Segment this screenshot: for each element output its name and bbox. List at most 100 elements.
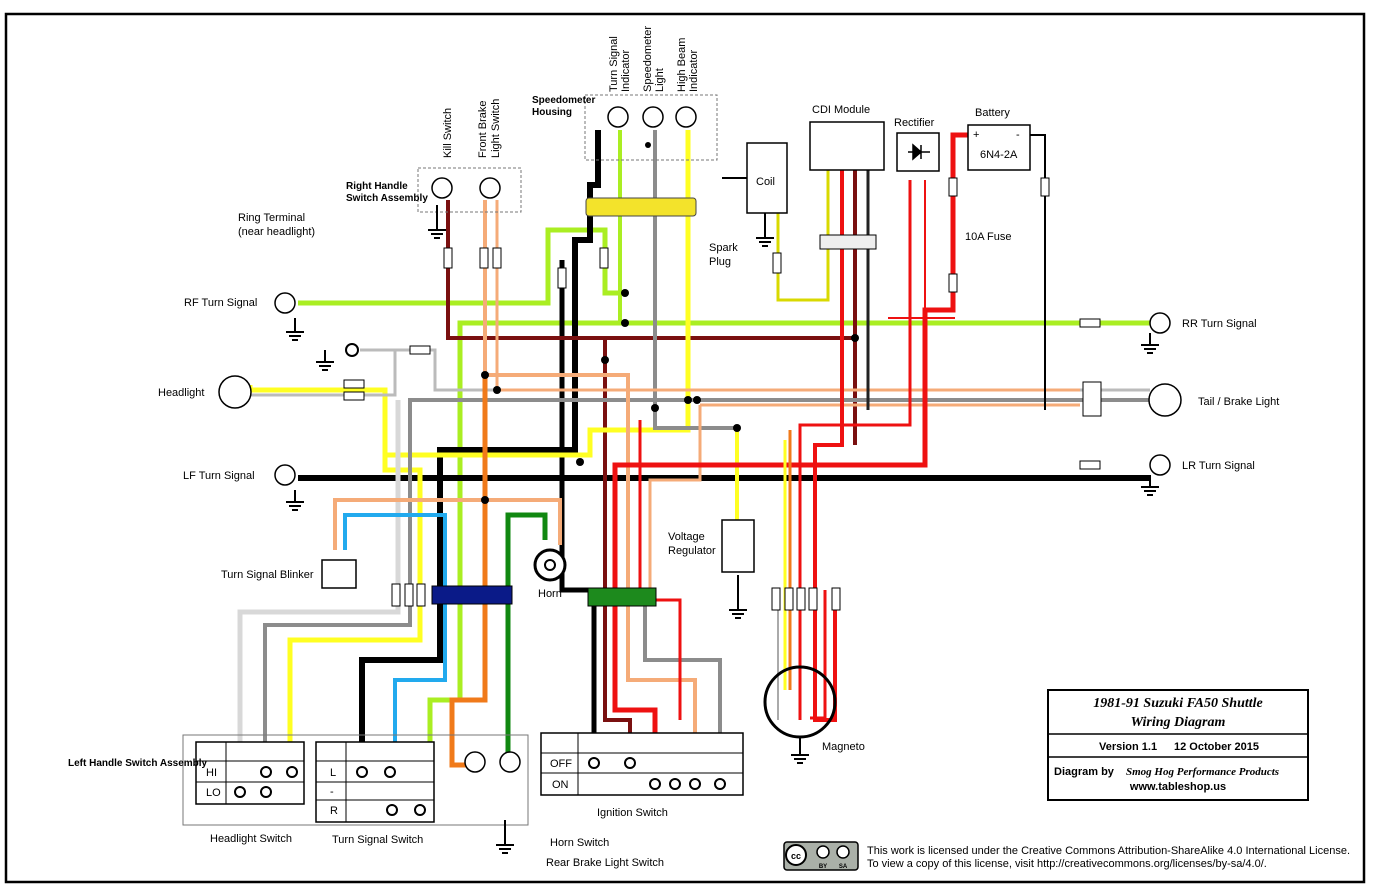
- high-beam-label: High Beam: [676, 38, 688, 92]
- wire-yellow-switch: [287, 455, 423, 745]
- ign-on-label: ON: [552, 779, 569, 791]
- battery-plus: +: [973, 129, 979, 141]
- coil-label: Coil: [756, 176, 775, 188]
- coil[interactable]: [746, 142, 788, 214]
- connector-green: [587, 587, 657, 607]
- horn-label: Horn: [538, 588, 562, 600]
- ignition-switch[interactable]: [540, 732, 744, 796]
- battery-model: 6N4-2A: [980, 149, 1018, 161]
- title-line-1: 1981-91 Suzuki FA50 Shuttle: [1093, 696, 1263, 711]
- wire-darkred-bus: [446, 200, 855, 340]
- wire-red-ign2: [638, 420, 682, 720]
- cdi-plug: [819, 234, 877, 250]
- version-text: Version 1.1: [1099, 741, 1157, 753]
- sa-icon: [836, 845, 850, 859]
- turn-off-label: -: [330, 786, 334, 798]
- front-brake-label-2: Light Switch: [490, 99, 502, 158]
- wire-black-main: [359, 130, 601, 745]
- license-line-1: This work is licensed under the Creative…: [867, 845, 1350, 857]
- connector-yellow: [585, 197, 697, 217]
- speedo-light-label-2: Light: [654, 68, 666, 92]
- horn-switch[interactable]: [464, 751, 486, 773]
- cdi-label: CDI Module: [812, 104, 870, 116]
- sa-text: SA: [839, 864, 848, 870]
- horn-switch-label: Horn Switch: [550, 837, 609, 849]
- cdi-module[interactable]: [809, 121, 885, 171]
- rear-brake-switch-label: Rear Brake Light Switch: [546, 857, 664, 869]
- wire-white-headlight: [250, 350, 397, 397]
- kill-switch-label: Kill Switch: [442, 108, 454, 158]
- speedo-light-label: Speedometer: [642, 26, 654, 92]
- turn-indicator-label-2: Indicator: [620, 49, 632, 92]
- ring-terminal: [345, 343, 359, 357]
- wire-mag-red: [810, 590, 827, 720]
- wire-black-ign: [559, 260, 597, 745]
- right-handle-label: Right Handle: [346, 181, 408, 192]
- title-line-2: Wiring Diagram: [1131, 715, 1226, 730]
- wire-green-horn: [505, 512, 548, 760]
- ignition-switch-label: Ignition Switch: [597, 807, 668, 819]
- title-block: 1981-91 Suzuki FA50 Shuttle Wiring Diagr…: [1047, 689, 1309, 801]
- date-text: 12 October 2015: [1174, 741, 1259, 753]
- wire-gray-speedo: [653, 130, 740, 430]
- right-handle-switch: [417, 167, 522, 213]
- lo-label: LO: [206, 787, 221, 799]
- ring-terminal-label: Ring Terminal: [238, 212, 305, 224]
- wire-red-rect: [798, 180, 912, 720]
- rectifier-label: Rectifier: [894, 117, 935, 129]
- wire-lime-front-turn: [298, 227, 625, 306]
- spark-plug-label: Spark: [709, 242, 738, 254]
- wire-peach-voltage: [648, 403, 1080, 590]
- turn-switch-label: Turn Signal Switch: [332, 834, 423, 846]
- speedo-housing-label-2: Housing: [532, 107, 572, 118]
- turn-left-label: L: [330, 767, 336, 779]
- indicator-bulbs: [607, 106, 697, 128]
- wire-red-rect2: [888, 180, 955, 319]
- voltage-reg-label: Voltage: [668, 531, 705, 543]
- labels: Ring Terminal (near headlight) RF Turn S…: [68, 26, 1279, 869]
- license-line-2: To view a copy of this license, visit ht…: [867, 858, 1267, 870]
- credit-name: Smog Hog Performance Products: [1126, 766, 1279, 778]
- headlight-switch[interactable]: [195, 741, 305, 805]
- right-handle-contacts: [431, 177, 501, 199]
- left-handle-label: Left Handle Switch Assembly: [68, 758, 208, 769]
- turn-right-label: R: [330, 805, 338, 817]
- horn-center: [544, 559, 556, 571]
- fuse-label: 10A Fuse: [965, 231, 1011, 243]
- headlight-label: Headlight: [158, 387, 204, 399]
- right-handle-label-2: Switch Assembly: [346, 193, 428, 204]
- speedo-housing-label: Speedometer: [532, 95, 595, 106]
- credit-prefix: Diagram by: [1054, 766, 1115, 778]
- by-icon: [816, 845, 830, 859]
- ground-icon: [286, 205, 1159, 854]
- blinker-label: Turn Signal Blinker: [221, 569, 314, 581]
- lf-turn-label: LF Turn Signal: [183, 470, 255, 482]
- high-beam-label-2: Indicator: [688, 49, 700, 92]
- battery[interactable]: [967, 124, 1031, 171]
- battery-label: Battery: [975, 107, 1010, 119]
- ring-terminal-note: (near headlight): [238, 226, 315, 238]
- junction-dots: [481, 142, 859, 504]
- cc-icon: [785, 844, 807, 866]
- turn-signal-switch[interactable]: [315, 741, 435, 823]
- connector-navy: [431, 585, 513, 605]
- license: cc BY SA This work is licensed under the…: [783, 841, 1350, 871]
- tail-brake-label: Tail / Brake Light: [1198, 396, 1279, 408]
- url-text: www.tableshop.us: [1129, 781, 1226, 793]
- wire-peach-blinker: [333, 498, 562, 550]
- left-handle-switch-assembly: [182, 734, 529, 826]
- spark-plug-label-2: Plug: [709, 256, 731, 268]
- wire-gray-tail: [263, 398, 1150, 745]
- magneto-label: Magneto: [822, 741, 865, 753]
- diode-icon: [908, 143, 930, 161]
- voltage-regulator[interactable]: [721, 519, 755, 573]
- turn-indicator-label: Turn Signal: [608, 36, 620, 92]
- turn-signal-blinker[interactable]: [321, 559, 357, 589]
- wire-gray-ign: [643, 590, 722, 745]
- headlight-switch-label: Headlight Switch: [210, 833, 292, 845]
- rf-turn-label: RF Turn Signal: [184, 297, 257, 309]
- lr-turn-label: LR Turn Signal: [1182, 460, 1255, 472]
- battery-minus: -: [1016, 129, 1020, 141]
- rear-brake-switch[interactable]: [499, 751, 521, 773]
